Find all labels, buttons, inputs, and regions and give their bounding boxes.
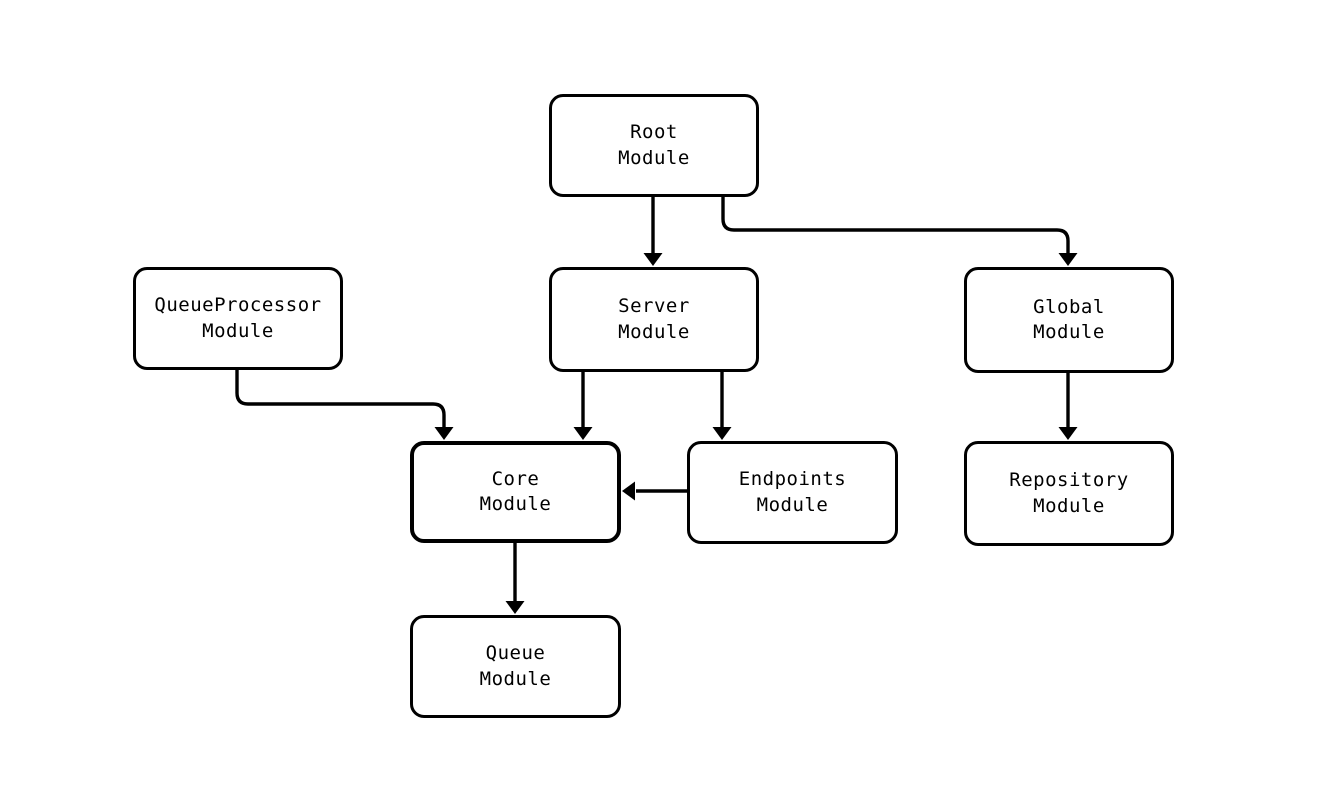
node-server-name: Server (618, 295, 690, 318)
edge-root-to-global (721, 197, 1070, 255)
node-global-suffix: Module (1033, 321, 1105, 343)
edge-queueprocessor-to-core (235, 370, 446, 429)
node-queue-name: Queue (485, 642, 546, 665)
node-queueprocessor-suffix: Module (202, 319, 274, 342)
arrowhead-global-to-repository (1058, 427, 1078, 440)
arrowhead-endpoints-to-core (622, 481, 635, 501)
node-queue-suffix: Module (479, 667, 552, 690)
node-endpoints-suffix: Module (756, 493, 829, 516)
node-root-name: Root (630, 121, 678, 144)
node-queueprocessor-name: QueueProcessor (154, 294, 322, 317)
node-endpoints-name: Endpoints (738, 468, 847, 491)
arrowhead-root-to-server (643, 253, 663, 266)
arrowhead-core-to-queue (505, 601, 525, 614)
node-repository-name: Repository (1009, 469, 1129, 492)
arrowhead-queueprocessor-to-core (434, 427, 454, 440)
arrowhead-server-to-core (573, 427, 593, 440)
node-core-suffix: Module (479, 493, 552, 515)
arrowhead-root-to-global (1058, 253, 1078, 266)
node-root-suffix: Module (618, 146, 690, 169)
arrowhead-server-to-endpoints (712, 427, 732, 440)
node-server-suffix: Module (618, 320, 690, 343)
node-repository-suffix: Module (1033, 494, 1105, 517)
node-core-name: Core (491, 467, 540, 490)
node-global-name: Global (1033, 295, 1105, 318)
